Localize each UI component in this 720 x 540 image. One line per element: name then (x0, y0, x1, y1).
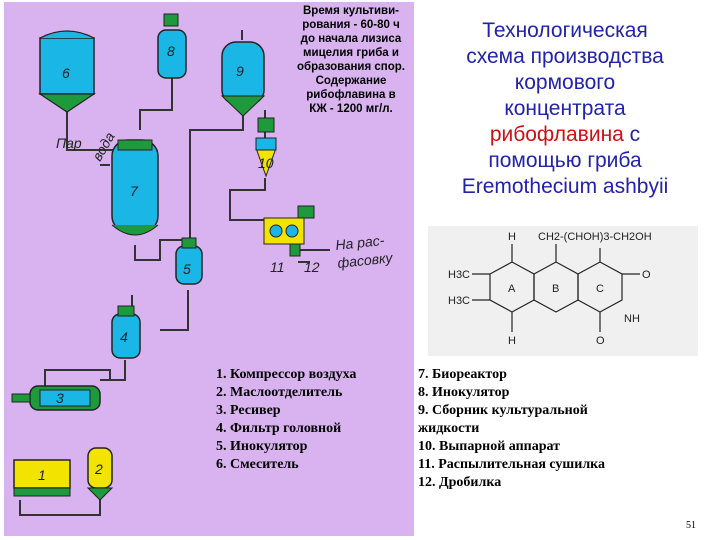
note-line: КЖ - 1200 мг/л. (309, 103, 393, 115)
label-2: 2 (94, 461, 103, 477)
legend-item: жидкости (418, 421, 480, 436)
legend-item: 4. Фильтр головной (216, 421, 342, 436)
slide-title: Технологическая схема производства кормо… (420, 18, 710, 200)
vessel-2 (86, 447, 114, 501)
title-line: кормового (514, 71, 616, 94)
note-line: Содержание (315, 75, 387, 87)
formula-nh: NH (624, 313, 640, 325)
legend-item: 2. Маслоотделитель (216, 385, 343, 400)
title-line: концентрата (504, 97, 626, 120)
legend-item: 9. Сборник культуральной (418, 403, 588, 418)
legend-item: 8. Инокулятор (418, 385, 510, 400)
label-8: 8 (167, 43, 175, 59)
note-line: образования спор. (297, 61, 405, 73)
formula-h-bottom: H (508, 335, 516, 347)
label-1: 1 (38, 467, 46, 483)
title-highlight: рибофлавина (489, 123, 624, 146)
legend-item: 5. Инокулятор (216, 439, 308, 454)
legend-item: 1. Компрессор воздуха (216, 367, 357, 382)
legend-right: 7. Биореактор 8. Инокулятор 9. Сборник к… (418, 366, 605, 492)
legend-item: 10. Выпарной аппарат (418, 439, 561, 454)
title-line: схема производства (466, 45, 664, 68)
title-line: Технологическая (482, 19, 648, 42)
formula-oxo-bottom: O (596, 335, 605, 347)
note-line: мицелия гриба и (303, 47, 399, 59)
label-11: 11 (270, 259, 285, 275)
formula-oxo-top: O (642, 269, 651, 281)
formula-ring-b: B (552, 283, 559, 295)
vessel-3 (11, 385, 101, 411)
legend-item: 6. Смеситель (216, 457, 299, 472)
label-3: 3 (56, 390, 64, 406)
label-fasovku: фасовку (337, 249, 395, 271)
formula-ring-a: A (508, 283, 516, 295)
vessel-6 (38, 30, 96, 113)
vessel-10 (255, 117, 277, 178)
cultivation-note: Время культиви- рования - 60-80 ч до нач… (276, 4, 426, 116)
note-line: до начала лизиса (300, 33, 402, 45)
note-line: Время культиви- (302, 5, 400, 17)
label-9: 9 (236, 63, 244, 79)
label-12: 12 (304, 259, 320, 275)
compressor-1 (13, 459, 71, 497)
label-4: 4 (120, 329, 128, 345)
riboflavin-formula: H CH2-(CHOH)3-CH2OH H3C H3C A B C O O H … (428, 226, 698, 356)
legend-left: 1. Компрессор воздуха 2. Маслоотделитель… (216, 366, 356, 474)
page-number: 51 (686, 520, 696, 531)
label-5: 5 (183, 261, 191, 277)
formula-h-top: H (508, 231, 516, 243)
vessel-5 (175, 237, 203, 285)
label-par: Пар (56, 135, 82, 151)
dryer-11-12 (263, 205, 315, 257)
vessel-9 (220, 41, 266, 117)
legend-item: 12. Дробилка (418, 475, 502, 490)
note-line: рования - 60-80 ч (302, 19, 400, 31)
label-na-ras: На рас- (335, 232, 386, 253)
legend-item: 3. Ресивер (216, 403, 281, 418)
title-line: помощью гриба (488, 149, 642, 172)
formula-methyl-top: H3C (448, 269, 470, 281)
vessel-7 (111, 139, 159, 236)
vessel-4 (111, 305, 141, 359)
legend-item: 7. Биореактор (418, 367, 507, 382)
vessel-8 (157, 13, 187, 79)
label-10: 10 (258, 155, 274, 171)
title-tail: с (623, 123, 641, 146)
title-line: рибофлавина с (420, 122, 710, 148)
legend-item: 11. Распылительная сушилка (418, 457, 606, 472)
formula-methyl-bottom: H3C (448, 295, 470, 307)
label-7: 7 (130, 183, 139, 199)
note-line: рибофлавина в (306, 89, 396, 101)
formula-chain: CH2-(CHOH)3-CH2OH (538, 231, 652, 243)
label-6: 6 (62, 65, 70, 81)
title-line: Eremothecium ashbyii (461, 175, 669, 198)
formula-ring-c: C (596, 283, 604, 295)
